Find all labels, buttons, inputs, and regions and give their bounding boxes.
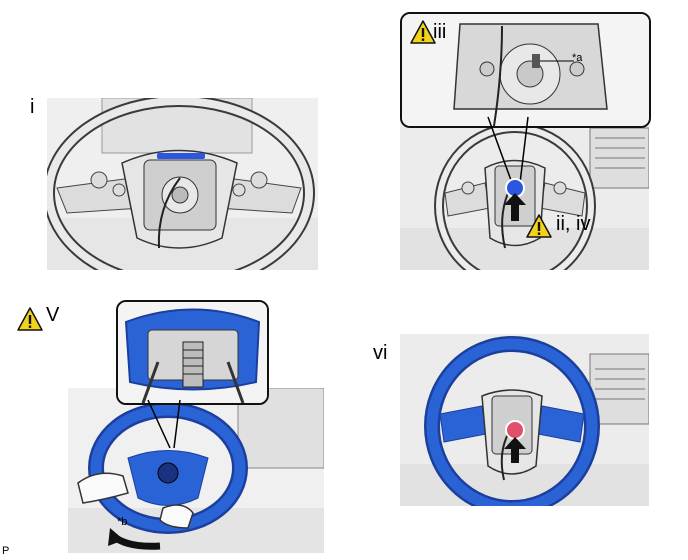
step-label-ii-iv: ii, iv xyxy=(556,213,591,235)
panel-step-v xyxy=(68,388,324,553)
warning-icon-v xyxy=(17,307,43,331)
callout-b: *b xyxy=(117,516,128,528)
panel-step-i xyxy=(47,98,318,270)
steering-wheel-drawing-i xyxy=(47,98,318,270)
warning-icon-ii-iv xyxy=(526,214,552,238)
detail-inset-iii xyxy=(400,12,651,128)
push-arrow-icon-ii xyxy=(504,193,526,221)
warning-icon-iii xyxy=(410,20,436,44)
step-label-i: i xyxy=(30,96,35,118)
callout-a: *a xyxy=(572,52,583,64)
corner-code: P xyxy=(2,545,10,557)
step-label-vi: vi xyxy=(373,342,388,364)
steering-wheel-removal-drawing-v xyxy=(68,388,324,553)
steering-wheel-drawing-vi xyxy=(400,334,649,506)
panel-step-vi xyxy=(400,334,649,506)
detail-inset-v xyxy=(116,300,269,405)
connector-detail-drawing-iii xyxy=(402,14,649,126)
inset-leader-lines xyxy=(487,116,529,184)
step-label-iii: iii xyxy=(433,21,447,43)
step-label-v: V xyxy=(46,304,60,326)
push-arrow-icon-vi xyxy=(504,437,526,463)
inset-leader-lines-v xyxy=(147,399,181,449)
wheel-puller-detail-drawing-v xyxy=(118,302,267,403)
